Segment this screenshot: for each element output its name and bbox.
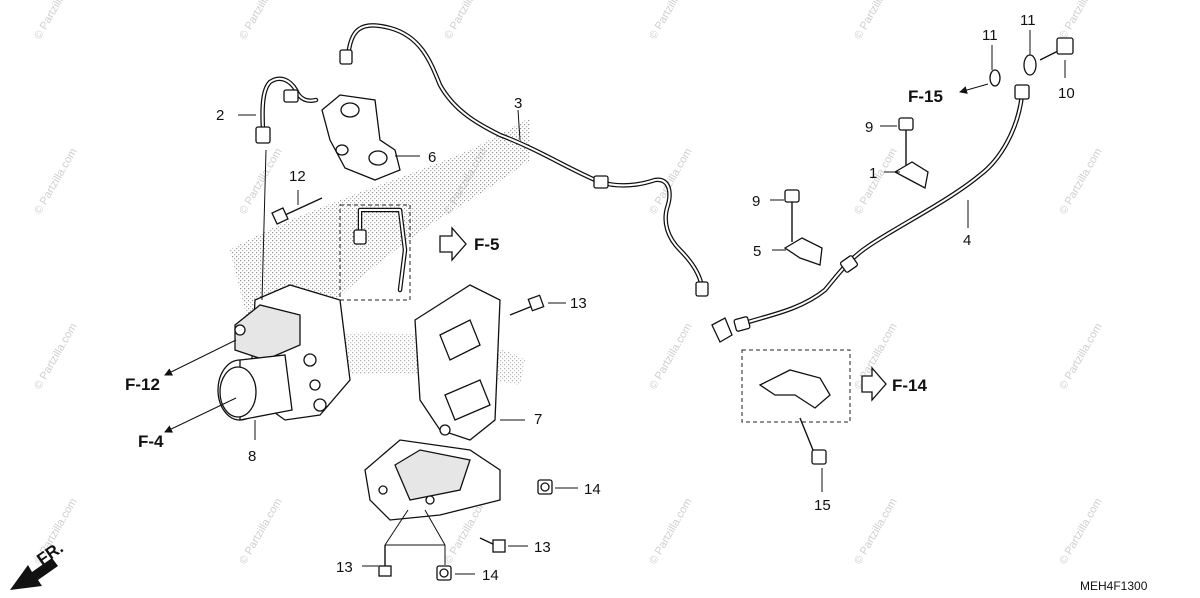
watermark-text: © Partzilla.com [237, 146, 284, 216]
callout-13-top: 13 [570, 295, 587, 312]
watermark-text: © Partzilla.com [852, 0, 899, 42]
frame-shading [230, 118, 530, 340]
callout-1: 1 [869, 165, 877, 182]
callout-13-lower: 13 [336, 559, 353, 576]
watermark-text: © Partzilla.com [647, 0, 694, 42]
callout-14-right: 14 [584, 481, 601, 498]
bolt-14-right [537, 479, 553, 495]
bolt-13-lower [378, 545, 392, 577]
brake-pipe-2 [255, 76, 319, 144]
inner-pipes [339, 204, 411, 301]
bolt-13-top [509, 294, 545, 316]
watermark-text: © Partzilla.com [237, 496, 284, 566]
watermark-text: © Partzilla.com [1057, 496, 1104, 566]
abs-modulator-8 [217, 284, 351, 421]
callout-11-left: 11 [982, 27, 998, 44]
watermark-text: © Partzilla.com [647, 496, 694, 566]
watermark-text: © Partzilla.com [32, 0, 79, 42]
watermark-text: © Partzilla.com [442, 0, 489, 42]
watermark-text: © Partzilla.com [32, 146, 79, 216]
bolt-10 [1039, 37, 1074, 61]
callout-10: 10 [1058, 85, 1075, 102]
watermark-text: © Partzilla.com [647, 321, 694, 391]
watermark-text: © Partzilla.com [1057, 146, 1104, 216]
washers-11 [989, 54, 1037, 87]
callout-5: 5 [753, 243, 761, 260]
watermark-text: © Partzilla.com [852, 496, 899, 566]
watermark-layer: © Partzilla.com © Partzilla.com © Partzill… [32, 0, 1104, 567]
watermark-text: © Partzilla.com [237, 0, 284, 42]
ref-arrow-f14 [861, 366, 887, 402]
callout-7: 7 [534, 411, 542, 428]
callout-12: 12 [289, 168, 306, 185]
watermark-text: © Partzilla.com [32, 321, 79, 391]
bolt-15 [799, 417, 827, 465]
ref-f5[interactable]: F-5 [474, 235, 500, 254]
callout-9-upper: 9 [865, 119, 873, 136]
ref-f12[interactable]: F-12 [125, 375, 160, 394]
bolt-14-lower [436, 565, 452, 581]
clamp-detail [741, 349, 851, 423]
callout-6: 6 [428, 149, 436, 166]
ref-f14[interactable]: F-14 [892, 376, 928, 395]
ref-arrow-f5 [439, 226, 467, 262]
brake-pipe-3 [339, 23, 709, 297]
leader-lines [164, 30, 1066, 575]
callout-15: 15 [814, 497, 831, 514]
callout-9-lower: 9 [752, 193, 760, 210]
callout-2: 2 [216, 107, 224, 124]
front-arrow-icon [10, 558, 58, 590]
bracket-7 [364, 284, 501, 521]
ref-f15[interactable]: F-15 [908, 87, 943, 106]
callout-8: 8 [248, 448, 256, 465]
brake-hose-4 [711, 84, 1030, 343]
watermark-text: © Partzilla.com [1057, 0, 1104, 42]
bolt-12 [271, 197, 323, 225]
callout-13-bottom: 13 [534, 539, 551, 556]
callout-14-lower: 14 [482, 567, 499, 584]
clamp-1 [893, 117, 929, 189]
watermark-text: © Partzilla.com [1057, 321, 1104, 391]
callout-3: 3 [514, 95, 522, 112]
ref-f4[interactable]: F-4 [138, 432, 164, 451]
callout-4: 4 [963, 232, 971, 249]
callout-11-right: 11 [1020, 12, 1036, 29]
joint-6 [321, 94, 401, 181]
clamp-5 [783, 189, 823, 266]
diagram-code: MEH4F1300 [1080, 579, 1148, 593]
bolt-13-bottom [479, 537, 506, 553]
